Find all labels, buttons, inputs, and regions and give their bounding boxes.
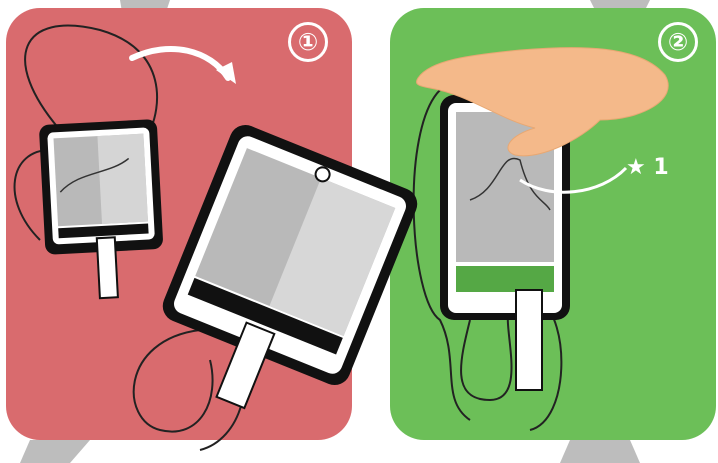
callout-number: 1 [653, 155, 668, 180]
star-callout: ★ 1 [626, 155, 669, 180]
step-badge-1: ① [288, 22, 328, 62]
star-icon: ★ [626, 155, 646, 180]
curved-arrow-icon [132, 49, 228, 78]
step-badge-2: ② [658, 22, 698, 62]
